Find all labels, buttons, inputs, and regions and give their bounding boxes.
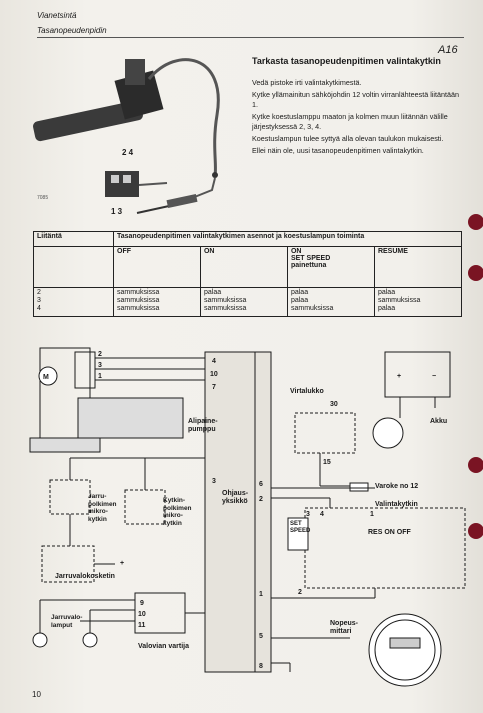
pin-label: 3 (98, 362, 102, 369)
lamp-state: sammuksissa (117, 297, 160, 304)
label-alipainepumppu: Alipaine- pumppu (188, 418, 218, 433)
table-cell: sammuksissa sammuksissa sammuksissa (113, 287, 201, 317)
label-ohjausyksikko: Ohjaus- yksikkö (222, 490, 249, 505)
table-header: Tasanopeudenpitimen valintakytkimen asen… (113, 231, 462, 247)
lamp-state: sammuksissa (377, 297, 421, 304)
pin-label: 4 (320, 511, 324, 518)
binder-hole (468, 523, 483, 539)
lamp-state: palaa (377, 305, 396, 312)
selector-positions: RES ON OFF (368, 529, 412, 536)
terminal-number: 2 (37, 289, 41, 296)
battery-plus: + (397, 373, 401, 380)
pin-label: 1 (259, 591, 263, 598)
pin-label-bottom: 1 3 (111, 207, 123, 216)
table-cell: palaa sammuksissa sammuksissa (199, 287, 288, 317)
pin-label: 15 (323, 459, 331, 466)
label-valintakytkin: Valintakytkin (375, 501, 418, 508)
label-vartija: Valovian vartija (138, 643, 189, 650)
pin-label: 8 (259, 663, 263, 670)
pin-label: 10 (138, 611, 146, 618)
test-table: Liitäntä Tasanopeudenpitimen valintakytk… (33, 231, 463, 317)
position-header: ON (199, 246, 288, 288)
lamp-state: sammuksissa (117, 305, 160, 312)
pin-label: 1 (98, 373, 102, 380)
label-varoke: Varoke no 12 (375, 483, 418, 490)
binder-hole (468, 214, 483, 230)
label-kytkinpolkimen: Kytkin- polkimen mikro- kytkin (163, 497, 192, 527)
table-cell: palaa sammuksissa palaa (373, 287, 463, 317)
motor-label: M (43, 374, 49, 381)
image-code: 7085 (37, 195, 49, 201)
page-number: 10 (32, 690, 41, 699)
pin-label: 4 (212, 358, 216, 365)
control-unit-box (204, 351, 256, 673)
pin-label: 2 (98, 351, 102, 358)
label-virtalukko: Virtalukko (290, 388, 324, 395)
table-cell: palaa palaa sammuksissa (286, 287, 375, 317)
label-nopeusmittari: Nopeus- mittari (330, 620, 358, 635)
instruction-paragraph: Ellei näin ole, uusi tasanopeudenpitimen… (252, 146, 424, 156)
label-jarruvalokosketin: Jarruvalokosketin (55, 573, 115, 580)
label-jarrupolkimen: Jarru- polkimen mikro- kytkin (88, 493, 117, 523)
pin-label: 7 (212, 384, 216, 391)
pin-label: 3 (212, 478, 216, 485)
label-akku: Akku (430, 418, 447, 425)
switch-figure (33, 58, 220, 214)
pin-label: 30 (330, 401, 338, 408)
lamp-state: palaa (290, 289, 309, 296)
instruction-paragraph: Koestuslampun tulee syttyä alla olevan t… (252, 134, 444, 144)
lamp-state: sammuksissa (203, 297, 247, 304)
label-set-speed: SET SPEED (290, 521, 311, 534)
instruction-paragraph: Vedä pistoke irti valintakytkimestä. (252, 78, 362, 87)
instructions-title: Tarkasta tasanopeudenpitimen valintakytk… (252, 56, 441, 66)
pin-label: 1 (370, 511, 374, 518)
table-cell (33, 246, 114, 288)
pin-label: 11 (138, 622, 146, 629)
pin-label: 5 (259, 633, 263, 640)
position-header: ON SET SPEED painettuna (286, 246, 375, 288)
instruction-paragraph: Kytke yllämainitun sähköjohdin 12 voltin… (252, 90, 459, 109)
terminal-number: 4 (37, 305, 41, 312)
terminal-cell: 2 3 4 (33, 287, 114, 317)
pin-label: 2 (259, 496, 263, 503)
lamp-state: palaa (377, 289, 396, 296)
lamp-state: sammuksissa (203, 305, 247, 312)
label-jarruvalolamput: Jarruvalo- lamput (51, 614, 83, 629)
position-header: RESUME (373, 246, 463, 288)
page-code: A16 (438, 44, 458, 56)
terminal-number: 3 (37, 297, 41, 304)
instructions-body: Vedä pistoke irti valintakytkimestä. Kyt… (252, 78, 462, 159)
table-header: Liitäntä (33, 231, 114, 247)
supply-plus: + (120, 560, 124, 567)
lamp-state: sammuksissa (290, 305, 334, 312)
pin-label: 3 (306, 511, 310, 518)
binder-hole (468, 457, 483, 473)
header-rule (37, 37, 464, 38)
lamp-state: palaa (203, 289, 222, 296)
lamp-state: palaa (290, 297, 309, 304)
section-header: Vianetsintä (37, 11, 77, 20)
lamp-state: sammuksissa (117, 289, 160, 296)
battery-minus: − (432, 373, 436, 380)
pin-label: 2 (298, 589, 302, 596)
position-header: OFF (113, 246, 201, 288)
subsection-header: Tasanopeudenpidin (37, 26, 107, 35)
binder-hole (468, 265, 483, 281)
pin-label: 9 (140, 600, 144, 607)
pin-label: 6 (259, 481, 263, 488)
wiring-diagram: M 2 3 1 4 10 7 3 9 10 11 6 2 1 5 8 30 15… (29, 347, 466, 687)
pin-label: 10 (210, 371, 218, 378)
pin-label-top: 2 4 (122, 148, 134, 157)
instruction-paragraph: Kytke koestuslamppu maaton ja kolmen muu… (252, 112, 448, 131)
